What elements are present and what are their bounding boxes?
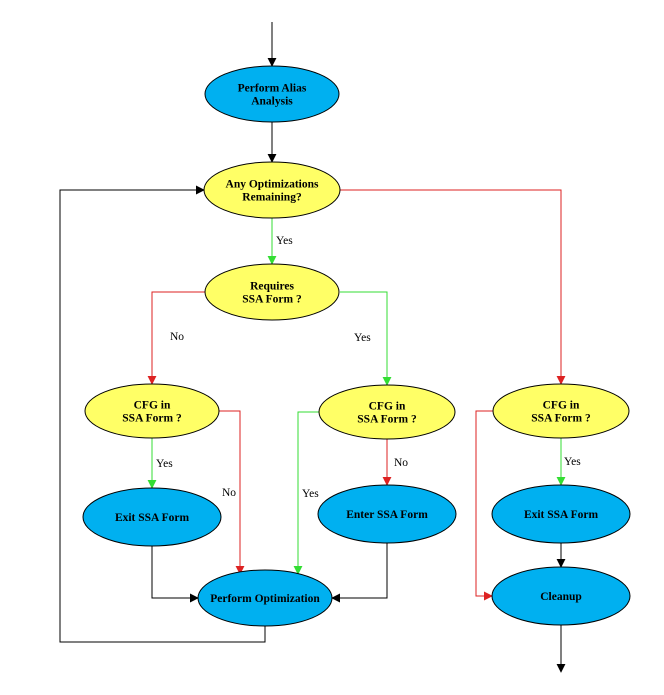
edge-label-requires-no: No bbox=[170, 331, 184, 343]
edge-remaining-to-cfg-right bbox=[340, 189, 566, 385]
node-exit-left: Exit SSA Form bbox=[82, 487, 222, 547]
node-requires-label: Requires bbox=[250, 281, 294, 293]
edge-exit-left-to-perform bbox=[151, 546, 199, 603]
node-exit-right-shape bbox=[491, 484, 631, 544]
node-cfg-left-label: CFG in bbox=[134, 400, 171, 412]
node-exit-left-shape bbox=[82, 487, 222, 547]
node-cfg-mid-label: SSA Form ? bbox=[357, 414, 417, 426]
edge-label-cfg-mid-yes: Yes bbox=[302, 488, 319, 500]
edge-label-remaining-yes: Yes bbox=[276, 235, 293, 247]
edge-label-cfg-right-yes: Yes bbox=[564, 456, 581, 468]
node-exit-left-label: Exit SSA Form bbox=[115, 512, 190, 524]
node-cleanup-shape bbox=[491, 566, 631, 626]
edge-requires-to-cfg-left bbox=[147, 291, 205, 385]
node-remaining-label: Any Optimizations bbox=[226, 179, 319, 191]
node-cfg-left-shape bbox=[84, 383, 220, 439]
node-enter-mid-label: Enter SSA Form bbox=[346, 509, 428, 521]
edge-label-cfg-mid-no: No bbox=[394, 457, 408, 469]
edge-cfg-right-to-cleanup bbox=[475, 410, 493, 601]
edge-label-cfg-left-no: No bbox=[222, 487, 236, 499]
edge-cfg-left-to-perform bbox=[219, 410, 245, 575]
edge-requires-to-cfg-mid bbox=[340, 291, 392, 386]
node-cfg-right-label: SSA Form ? bbox=[531, 413, 591, 425]
edge-enter-mid-to-perform bbox=[331, 543, 388, 603]
node-enter-mid: Enter SSA Form bbox=[317, 484, 457, 544]
node-alias-label: Analysis bbox=[251, 96, 293, 108]
node-cfg-mid-label: CFG in bbox=[369, 401, 406, 413]
edge-label-cfg-left-yes: Yes bbox=[156, 458, 173, 470]
node-requires-shape bbox=[204, 263, 340, 321]
node-alias-label: Perform Alias bbox=[238, 83, 307, 95]
node-remaining-label: Remaining? bbox=[242, 192, 302, 204]
edge-perform-to-remaining bbox=[59, 185, 266, 643]
edge-cfg-mid-to-perform bbox=[293, 411, 319, 575]
node-enter-mid-shape bbox=[317, 484, 457, 544]
node-cfg-left-label: SSA Form ? bbox=[122, 413, 182, 425]
node-perform: Perform Optimization bbox=[197, 569, 333, 627]
node-cleanup: Cleanup bbox=[491, 566, 631, 626]
node-remaining-shape bbox=[203, 161, 341, 219]
node-cfg-mid-shape bbox=[318, 384, 456, 440]
node-perform-label: Perform Optimization bbox=[210, 593, 320, 605]
edge-label-requires-yes: Yes bbox=[354, 332, 371, 344]
node-exit-right: Exit SSA Form bbox=[491, 484, 631, 544]
node-cleanup-label: Cleanup bbox=[540, 591, 582, 603]
node-perform-shape bbox=[197, 569, 333, 627]
node-cfg-right-shape bbox=[492, 383, 630, 439]
node-requires-label: SSA Form ? bbox=[242, 294, 302, 306]
node-exit-right-label: Exit SSA Form bbox=[524, 509, 599, 521]
node-cfg-right-label: CFG in bbox=[543, 400, 580, 412]
node-alias-shape bbox=[204, 65, 340, 123]
